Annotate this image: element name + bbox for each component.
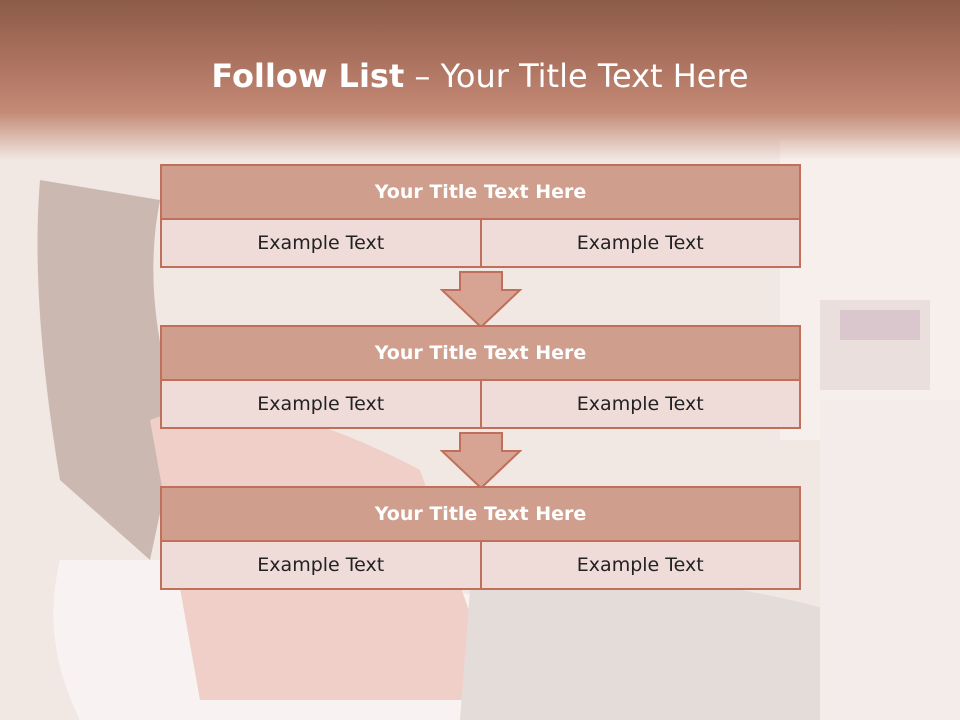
block-row: Example Text Example Text xyxy=(160,218,801,268)
block-heading: Your Title Text Here xyxy=(160,486,801,542)
list-block-3: Your Title Text Here Example Text Exampl… xyxy=(160,486,801,590)
block-row: Example Text Example Text xyxy=(160,379,801,429)
list-block-2: Your Title Text Here Example Text Exampl… xyxy=(160,325,801,429)
block-heading: Your Title Text Here xyxy=(160,164,801,220)
header-band xyxy=(0,0,960,160)
down-arrow-icon xyxy=(440,432,522,490)
title-main: Follow List xyxy=(211,57,405,95)
block-row: Example Text Example Text xyxy=(160,540,801,590)
block-heading: Your Title Text Here xyxy=(160,325,801,381)
title-sub: Your Title Text Here xyxy=(440,57,749,95)
block-cell-left: Example Text xyxy=(160,218,482,268)
block-cell-right: Example Text xyxy=(479,379,801,429)
block-cell-left: Example Text xyxy=(160,540,482,590)
block-cell-right: Example Text xyxy=(479,218,801,268)
list-block-1: Your Title Text Here Example Text Exampl… xyxy=(160,164,801,268)
slide-title: Follow List – Your Title Text Here xyxy=(0,52,960,100)
title-separator: – xyxy=(414,57,431,95)
block-cell-right: Example Text xyxy=(479,540,801,590)
down-arrow-icon xyxy=(440,271,522,329)
block-cell-left: Example Text xyxy=(160,379,482,429)
